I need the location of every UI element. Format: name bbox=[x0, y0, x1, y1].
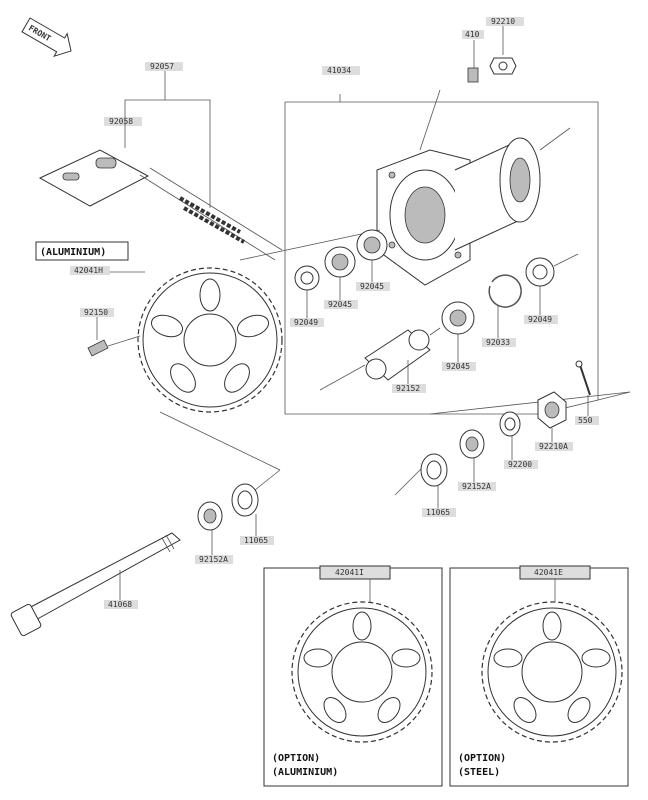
bearing-92045-a-icon bbox=[356, 229, 388, 261]
option2-line2: (STEEL) bbox=[458, 767, 500, 778]
label-550: 550 bbox=[578, 416, 593, 425]
label-92150: 92150 bbox=[84, 308, 108, 317]
label-92045-c: 92045 bbox=[446, 362, 470, 371]
label-42041I: 42041I bbox=[335, 568, 364, 577]
seal-11065-right-icon bbox=[420, 453, 448, 487]
label-92049-a: 92049 bbox=[294, 318, 318, 327]
label-11065-left: 11065 bbox=[244, 536, 268, 545]
bolt-92150-icon bbox=[87, 339, 109, 357]
label-41068: 41068 bbox=[108, 600, 132, 609]
hub-group-outline bbox=[284, 101, 599, 415]
label-42041H: 42041H bbox=[74, 266, 103, 275]
axle-41068-icon bbox=[10, 532, 181, 637]
option1-line1: (OPTION) bbox=[272, 753, 320, 764]
nut-92210A-icon bbox=[537, 391, 567, 429]
front-arrow-icon: FRONT bbox=[21, 17, 72, 58]
circlip-92033-icon bbox=[488, 274, 522, 308]
washer-92200-icon bbox=[499, 411, 521, 437]
label-92210A: 92210A bbox=[539, 442, 568, 451]
cotter-pin-550-icon bbox=[575, 360, 591, 396]
material-label: (ALUMINIUM) bbox=[40, 247, 106, 258]
label-11065-right: 11065 bbox=[426, 508, 450, 517]
label-92049-b: 92049 bbox=[528, 315, 552, 324]
seal-92049-a-icon bbox=[294, 265, 320, 291]
material-note: (ALUMINIUM) bbox=[35, 241, 129, 261]
chain-joint-icon bbox=[38, 149, 150, 207]
chain-icon bbox=[139, 167, 283, 261]
label-410: 410 bbox=[465, 30, 480, 39]
label-92200: 92200 bbox=[508, 460, 532, 469]
collar-92152A-left-icon bbox=[197, 501, 223, 531]
label-92210: 92210 bbox=[491, 17, 515, 26]
nut-92210-icon bbox=[489, 57, 517, 75]
seal-11065-left-icon bbox=[231, 483, 259, 517]
option2-line1: (OPTION) bbox=[458, 753, 506, 764]
option1-line2: (ALUMINIUM) bbox=[272, 767, 338, 778]
bearing-92045-c-icon bbox=[441, 301, 475, 335]
seal-92049-b-icon bbox=[525, 257, 555, 287]
sprocket-option-aluminium-icon bbox=[291, 601, 433, 743]
collar-92152-icon bbox=[364, 329, 431, 381]
label-92033: 92033 bbox=[486, 338, 510, 347]
label-41034: 41034 bbox=[327, 66, 351, 75]
label-92058: 92058 bbox=[109, 117, 133, 126]
label-92152A-left: 92152A bbox=[199, 555, 228, 564]
label-42041E: 42041E bbox=[534, 568, 563, 577]
label-92152: 92152 bbox=[396, 384, 420, 393]
label-92045-b: 92045 bbox=[328, 300, 352, 309]
sprocket-option-steel-icon bbox=[481, 601, 623, 743]
label-92152A-right: 92152A bbox=[462, 482, 491, 491]
collar-92152A-right-icon bbox=[459, 429, 485, 459]
label-92045-a: 92045 bbox=[360, 282, 384, 291]
bolt-410-icon bbox=[467, 67, 479, 83]
label-92057: 92057 bbox=[150, 62, 174, 71]
bearing-92045-b-icon bbox=[324, 246, 356, 278]
sprocket-main-icon bbox=[137, 267, 283, 413]
rear-hub-icon bbox=[376, 137, 541, 286]
